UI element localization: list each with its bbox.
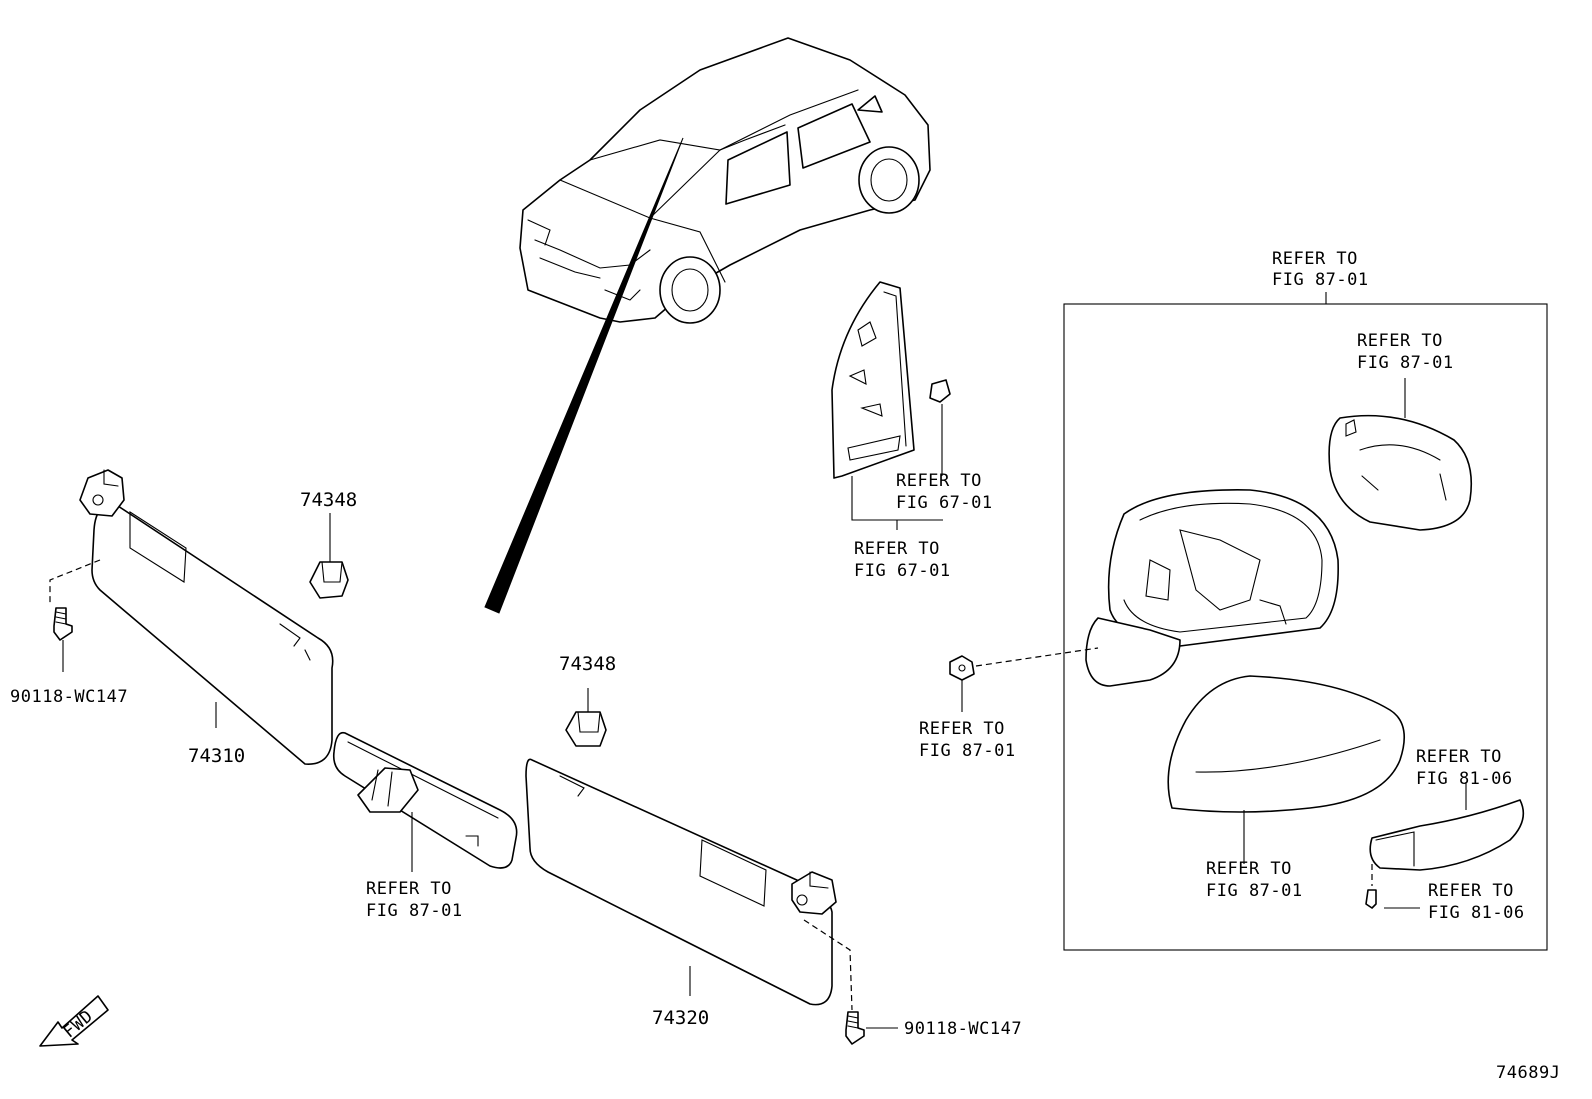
vehicle-illustration	[484, 37, 931, 614]
figure-code: 74689J	[1496, 1063, 1560, 1083]
outer-mirror-glass	[1328, 414, 1473, 531]
mirror-cover-ref-line1: REFER TO	[1206, 859, 1292, 879]
turn-lamp-ref-line2: FIG 81-06	[1416, 769, 1513, 789]
turn-signal-lamp-screw	[1365, 889, 1377, 909]
inner-rear-view-mirror	[332, 731, 518, 869]
sun-visor-left	[79, 469, 334, 765]
pillar-garnish-ref-line1: REFER TO	[854, 539, 940, 559]
outer-mirror-mounting-nut	[949, 655, 975, 681]
mirror-glass-ref-line2: FIG 87-01	[1357, 353, 1454, 373]
screw-right-guide-line	[803, 919, 853, 1011]
part-number-visor-left: 74310	[188, 745, 245, 767]
part-number-clip-upper: 74348	[300, 489, 357, 511]
turn-signal-lamp	[1369, 799, 1525, 871]
outer-mirror-group-frame	[1063, 303, 1548, 951]
pillar-garnish-clip	[929, 379, 951, 403]
mirror-cover-ref-line2: FIG 87-01	[1206, 881, 1303, 901]
part-number-visor-right: 74320	[652, 1007, 709, 1029]
sun-visor-right	[525, 758, 837, 1006]
inner-mirror-ref-line2: FIG 87-01	[366, 901, 463, 921]
mirror-nut-ref-line2: FIG 87-01	[919, 741, 1016, 761]
visor-clip-lower	[565, 711, 607, 747]
pillar-clip-ref-line1: REFER TO	[896, 471, 982, 491]
mirror-assy-frame-ref-line1: REFER TO	[1272, 249, 1358, 269]
outer-mirror-cover	[1167, 675, 1406, 813]
pillar-garnish-ref-line2: FIG 67-01	[854, 561, 951, 581]
screw-right	[845, 1011, 865, 1045]
pillar-clip-ref-line2: FIG 67-01	[896, 493, 993, 513]
outer-mirror-body	[1085, 489, 1339, 687]
pillar-garnish	[831, 281, 915, 479]
inner-mirror-ref-line1: REFER TO	[366, 879, 452, 899]
part-number-screw-left: 90118-WC147	[10, 687, 128, 707]
screw-left	[53, 607, 73, 641]
turn-lamp-screw-ref-line2: FIG 81-06	[1428, 903, 1525, 923]
visor-clip-upper	[309, 561, 349, 599]
mirror-nut-ref-line1: REFER TO	[919, 719, 1005, 739]
turn-lamp-ref-line1: REFER TO	[1416, 747, 1502, 767]
mirror-assy-frame-ref-line2: FIG 87-01	[1272, 270, 1369, 290]
forward-direction-arrow: FWD	[39, 995, 109, 1047]
screw-left-guide-line	[49, 559, 101, 605]
part-number-screw-right: 90118-WC147	[904, 1019, 1022, 1039]
mirror-glass-ref-line1: REFER TO	[1357, 331, 1443, 351]
part-number-clip-lower: 74348	[559, 653, 616, 675]
leader-lines	[62, 292, 1467, 1029]
mirror-nut-guide-line	[975, 647, 1099, 667]
turn-lamp-screw-ref-line1: REFER TO	[1428, 881, 1514, 901]
